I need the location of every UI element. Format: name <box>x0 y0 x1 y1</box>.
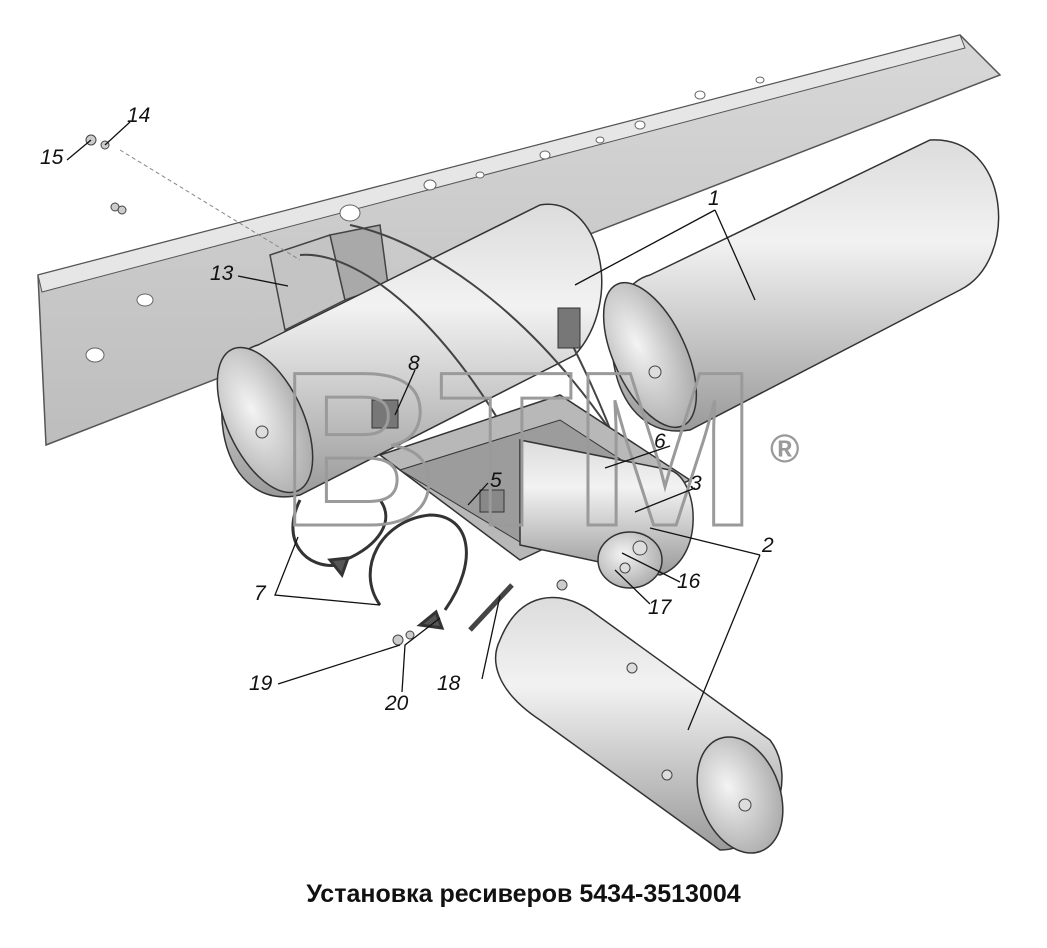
callout-5: 5 <box>490 469 502 492</box>
callout-15: 15 <box>40 146 64 169</box>
callout-17: 17 <box>648 596 673 619</box>
receiver-tank-upper-right <box>602 139 1000 432</box>
callout-8: 8 <box>408 352 420 375</box>
cradle-frame <box>371 394 694 589</box>
leader-lines <box>66 121 761 731</box>
callout-2: 2 <box>761 534 774 557</box>
watermark-text: BTM <box>280 326 757 572</box>
callout-16: 16 <box>677 570 701 593</box>
callout-13: 13 <box>210 262 234 285</box>
registered-mark: ® <box>770 427 799 471</box>
callout-18: 18 <box>437 672 461 695</box>
clamps <box>291 499 468 630</box>
receiver-tank-lower <box>494 596 784 854</box>
watermark: BTM ® <box>279 325 800 574</box>
callouts: 1 2 3 5 6 7 8 13 14 15 16 17 18 19 20 <box>40 104 774 715</box>
callout-6: 6 <box>654 430 666 453</box>
callout-19: 19 <box>249 672 273 695</box>
tank-strap <box>557 307 581 349</box>
diagram-caption: Установка ресиверов 5434-3513004 <box>306 880 741 908</box>
callout-3: 3 <box>690 472 702 495</box>
receiver-tank-upper-left <box>216 203 603 498</box>
callout-14: 14 <box>127 104 150 127</box>
callout-7: 7 <box>254 582 267 605</box>
callout-1: 1 <box>708 187 720 210</box>
callout-20: 20 <box>384 692 409 715</box>
bolt <box>468 579 568 632</box>
